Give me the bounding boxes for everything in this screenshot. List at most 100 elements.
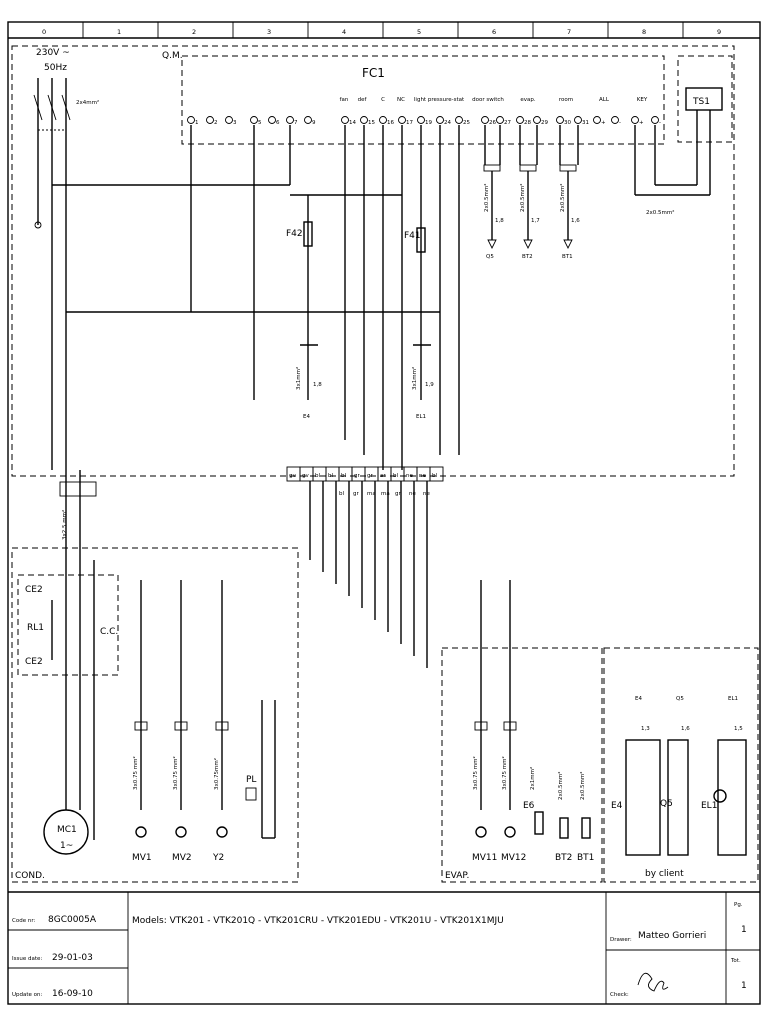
fc1-terminal [225,116,233,124]
fc1-terminal-number: - [659,120,661,126]
ts1-sensor [685,87,723,111]
strip-terminal-label: gr [367,473,373,479]
evap-label: EVAP. [445,871,469,881]
q5-client-ref: Q5 [676,696,684,702]
motor-mc1: MC1 1~ [43,809,89,855]
strip-terminal-label: bl [432,473,437,479]
by-client-label: by client [645,869,684,879]
svg-text:PL: PL [246,775,256,785]
ref-13: 1,3 [641,726,650,732]
fc1-terminal-number: 9 [312,120,316,126]
probe-ref: BT2 [522,254,533,260]
valve-label: Y2 [212,853,224,863]
column-number: 0 [42,28,46,36]
svg-text:F42: F42 [286,229,303,239]
issue-label: Issue date: [12,956,42,962]
fc1-terminal-number: 19 [425,120,432,126]
update-value: 16-09-10 [52,989,93,999]
column-number: 2 [192,28,196,36]
strip-terminal-label: gv [289,473,296,479]
fc1-group-label: KEY [637,97,648,103]
fc1-terminal-number: 15 [368,120,375,126]
models-text: Models: VTK201 - VTK201Q - VTK201CRU - V… [132,916,504,926]
fc1-terminal [417,116,425,124]
client-devices [625,739,747,856]
strip-wire-label: bl [339,491,344,497]
e4-client-label: E4 [611,801,623,811]
fc1-terminal [341,116,349,124]
supply-frequency: 50Hz [44,63,67,73]
e6-cable: 2x1mm² [529,767,536,790]
fc1-terminal [574,116,582,124]
ce2-top-label: CE2 [25,585,43,595]
fc1-group-label: ALL [599,97,610,103]
svg-text:F41: F41 [404,231,421,241]
valve-cable-section: 3x0.75mm² [213,758,220,790]
drawer-label: Drawer: [610,937,632,943]
check-label: Check: [610,992,629,998]
valve-cable-section: 3x0.75 mm² [172,756,179,790]
probe-ref: Q5 [486,254,494,260]
valve-cable-section: 3x0.75 mm² [501,756,508,790]
column-number: 4 [342,28,346,36]
strip-terminal-label: bl [341,473,346,479]
probe-cable-section: 2x0.5mm² [519,184,526,212]
e6-label: E6 [523,801,535,811]
issue-value: 29-01-03 [52,953,93,963]
fc1-terminal-number: 24 [444,120,451,126]
fc1-group-label: door switch [472,97,504,103]
strip-terminal-label: gr [354,473,360,479]
ref-19: 1,9 [425,382,434,388]
column-number: 1 [117,28,121,36]
fc1-terminal [304,116,312,124]
fuse-f42: F42 [286,221,313,247]
strip-terminal-label: ar [380,473,386,479]
el1-cable: 3x1mm² [411,367,418,390]
fc1-terminal [556,116,564,124]
valve-cable-section: 3x0.75 mm² [132,756,139,790]
fc1-terminal [436,116,444,124]
fc1-terminal [250,116,258,124]
strip-terminal-label: ne [406,473,413,479]
update-label: Update on: [12,992,43,998]
fc1-terminal-number: 28 [524,120,531,126]
strip-wire-label: gr [395,491,401,497]
fc1-terminal-number: 26 [489,120,496,126]
fc1-terminal [187,116,195,124]
strip-wire-label: ne [409,491,416,497]
probe-pin-ref: 1,7 [531,218,540,224]
e4-ref: E4 [303,414,310,420]
fc1-terminal [398,116,406,124]
strip-wire-label: ma [367,491,376,497]
fc1-group-label: light [414,97,427,103]
fc1-terminal [360,116,368,124]
svg-text:1~: 1~ [60,841,73,851]
qm-box [11,45,735,477]
cc-label: C.C. [100,627,118,637]
fc1-terminal [651,116,659,124]
probe-pin-ref: 1,8 [495,218,504,224]
fc1-terminal [496,116,504,124]
fc1-terminal-number: 3 [233,120,237,126]
ref-18: 1,8 [313,382,322,388]
fc1-terminal [611,116,619,124]
ts1-label: TS1 [692,97,710,107]
fc1-terminal-number: + [639,120,644,126]
fc1-terminal [481,116,489,124]
fc1-terminal-number: 16 [387,120,394,126]
code-label: Code nr: [12,918,35,924]
valve-label: MV12 [501,853,526,863]
el1-ref: EL1 [416,414,426,420]
column-number: 7 [567,28,571,36]
ref-16: 1,6 [681,726,690,732]
fc1-terminal [379,116,387,124]
column-number: 8 [642,28,646,36]
fuse-f41: F41 [404,227,426,253]
fc1-group-label: evap. [520,97,536,103]
qm-label: Q.M. [162,51,183,61]
probe-cable-section: 2x0.5mm² [483,184,490,212]
